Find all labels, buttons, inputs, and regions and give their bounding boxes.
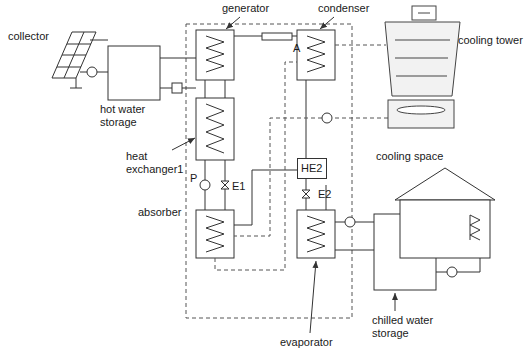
component-label: P (190, 172, 197, 185)
cooling-space-house (395, 168, 495, 200)
heat-exchanger-boxes (196, 30, 335, 258)
chilled-water-pipes (345, 217, 355, 227)
cooling-space-house (400, 200, 490, 258)
refrigerant-pipes (205, 80, 206, 98)
chilled-water-pipes (447, 267, 457, 277)
point-label: A (293, 42, 300, 55)
refrigerant-pipes (221, 181, 229, 189)
heat-exchanger-boxes (297, 30, 335, 80)
cooling-tower (388, 100, 454, 128)
component-label: E1 (232, 180, 245, 193)
coil-symbols (307, 216, 325, 252)
leader-arrows (320, 17, 334, 29)
refrigerant-pipes (200, 180, 210, 190)
collector-pipes (97, 72, 108, 73)
solar-collector (64, 32, 84, 78)
coil-symbols (206, 216, 224, 252)
coil-symbols (206, 36, 224, 72)
process-box: HE2 (297, 158, 327, 179)
cooling-tower (395, 58, 448, 59)
chilled-water-pipes (436, 272, 447, 273)
chilled-water-pipes (335, 250, 374, 251)
leader-arrows (395, 293, 396, 311)
collector-pipes (87, 67, 97, 77)
refrigerant-pipes (302, 190, 310, 198)
component-label: chilled water storage (372, 314, 450, 339)
refrigerant-pipes (205, 190, 206, 210)
chiller-enclosure (186, 24, 352, 318)
heat-exchanger-boxes (297, 210, 335, 258)
hot-water-storage-tank (108, 46, 160, 100)
solar-collector (52, 32, 96, 88)
cooling-tower (396, 76, 447, 77)
component-label: collector (8, 30, 49, 43)
coil-symbols (206, 36, 325, 252)
heat-exchanger-boxes (196, 30, 234, 80)
coil-symbols (206, 104, 224, 153)
component-label: hot water storage (100, 103, 166, 128)
cooling-water-lines (215, 62, 297, 270)
cooling-water-lines (215, 45, 388, 270)
refrigerant-pipes (225, 80, 226, 98)
hot-water-pipes (160, 88, 172, 89)
component-label: condenser (318, 2, 369, 15)
refrigerant-pipes (234, 170, 297, 225)
cooling-tower (385, 22, 460, 96)
component-label: E2 (318, 188, 331, 201)
heat-exchanger-boxes (196, 210, 234, 258)
collector-pipes (90, 40, 108, 41)
cooling-water-lines (332, 118, 388, 119)
coil-symbols (307, 36, 325, 72)
cooling-tower (395, 40, 450, 41)
solar-collector (70, 88, 82, 89)
hot-water-storage-tank (108, 46, 160, 100)
collector-pipes (80, 40, 108, 77)
chiller-enclosure (186, 24, 352, 318)
cooling-space-house (395, 168, 495, 258)
component-label: evaporator (280, 336, 333, 349)
refrigerant-pipes (225, 189, 226, 210)
component-label: absorber (138, 206, 181, 219)
cooling-space-house (470, 215, 480, 240)
cooling-water-lines (335, 45, 386, 46)
hot-water-pipes (160, 58, 196, 59)
cooling-space-house (470, 215, 471, 240)
cooling-water-pump (322, 113, 332, 123)
cooling-tower (412, 6, 436, 20)
component-label: heat exchanger1 (126, 150, 188, 175)
cooling-tower (385, 6, 460, 128)
refrigerant-pipes (234, 36, 262, 37)
refrigerant-pipes (205, 160, 206, 180)
leader-arrows (172, 138, 195, 150)
hot-water-pipes (182, 88, 196, 89)
refrigerant-pipes (306, 198, 307, 210)
chilled-water-pipes (335, 222, 345, 223)
cooling-tower (397, 106, 445, 114)
refrigerant-pipes (292, 36, 297, 37)
leader-arrows (226, 17, 240, 29)
component-label: generator (222, 2, 269, 15)
solar-collector (76, 78, 77, 88)
box-label: HE2 (301, 162, 323, 175)
hot-water-pipes (160, 58, 196, 93)
cooling-tower (418, 13, 430, 14)
refrigerant-pipes (200, 33, 326, 225)
chilled-water-pipes (355, 222, 374, 223)
leader-arrows (310, 261, 316, 333)
component-label: cooling tower (458, 34, 523, 47)
solar-collector (52, 32, 96, 78)
cooling-water-pump (322, 113, 332, 123)
refrigerant-pipes (262, 33, 292, 40)
component-label: cooling space (376, 150, 443, 163)
collector-pipes (80, 72, 87, 73)
refrigerant-pipes (225, 160, 226, 181)
hot-water-pipes (172, 83, 182, 93)
heat-exchanger-boxes (196, 98, 234, 160)
leader-arrows (172, 17, 395, 333)
